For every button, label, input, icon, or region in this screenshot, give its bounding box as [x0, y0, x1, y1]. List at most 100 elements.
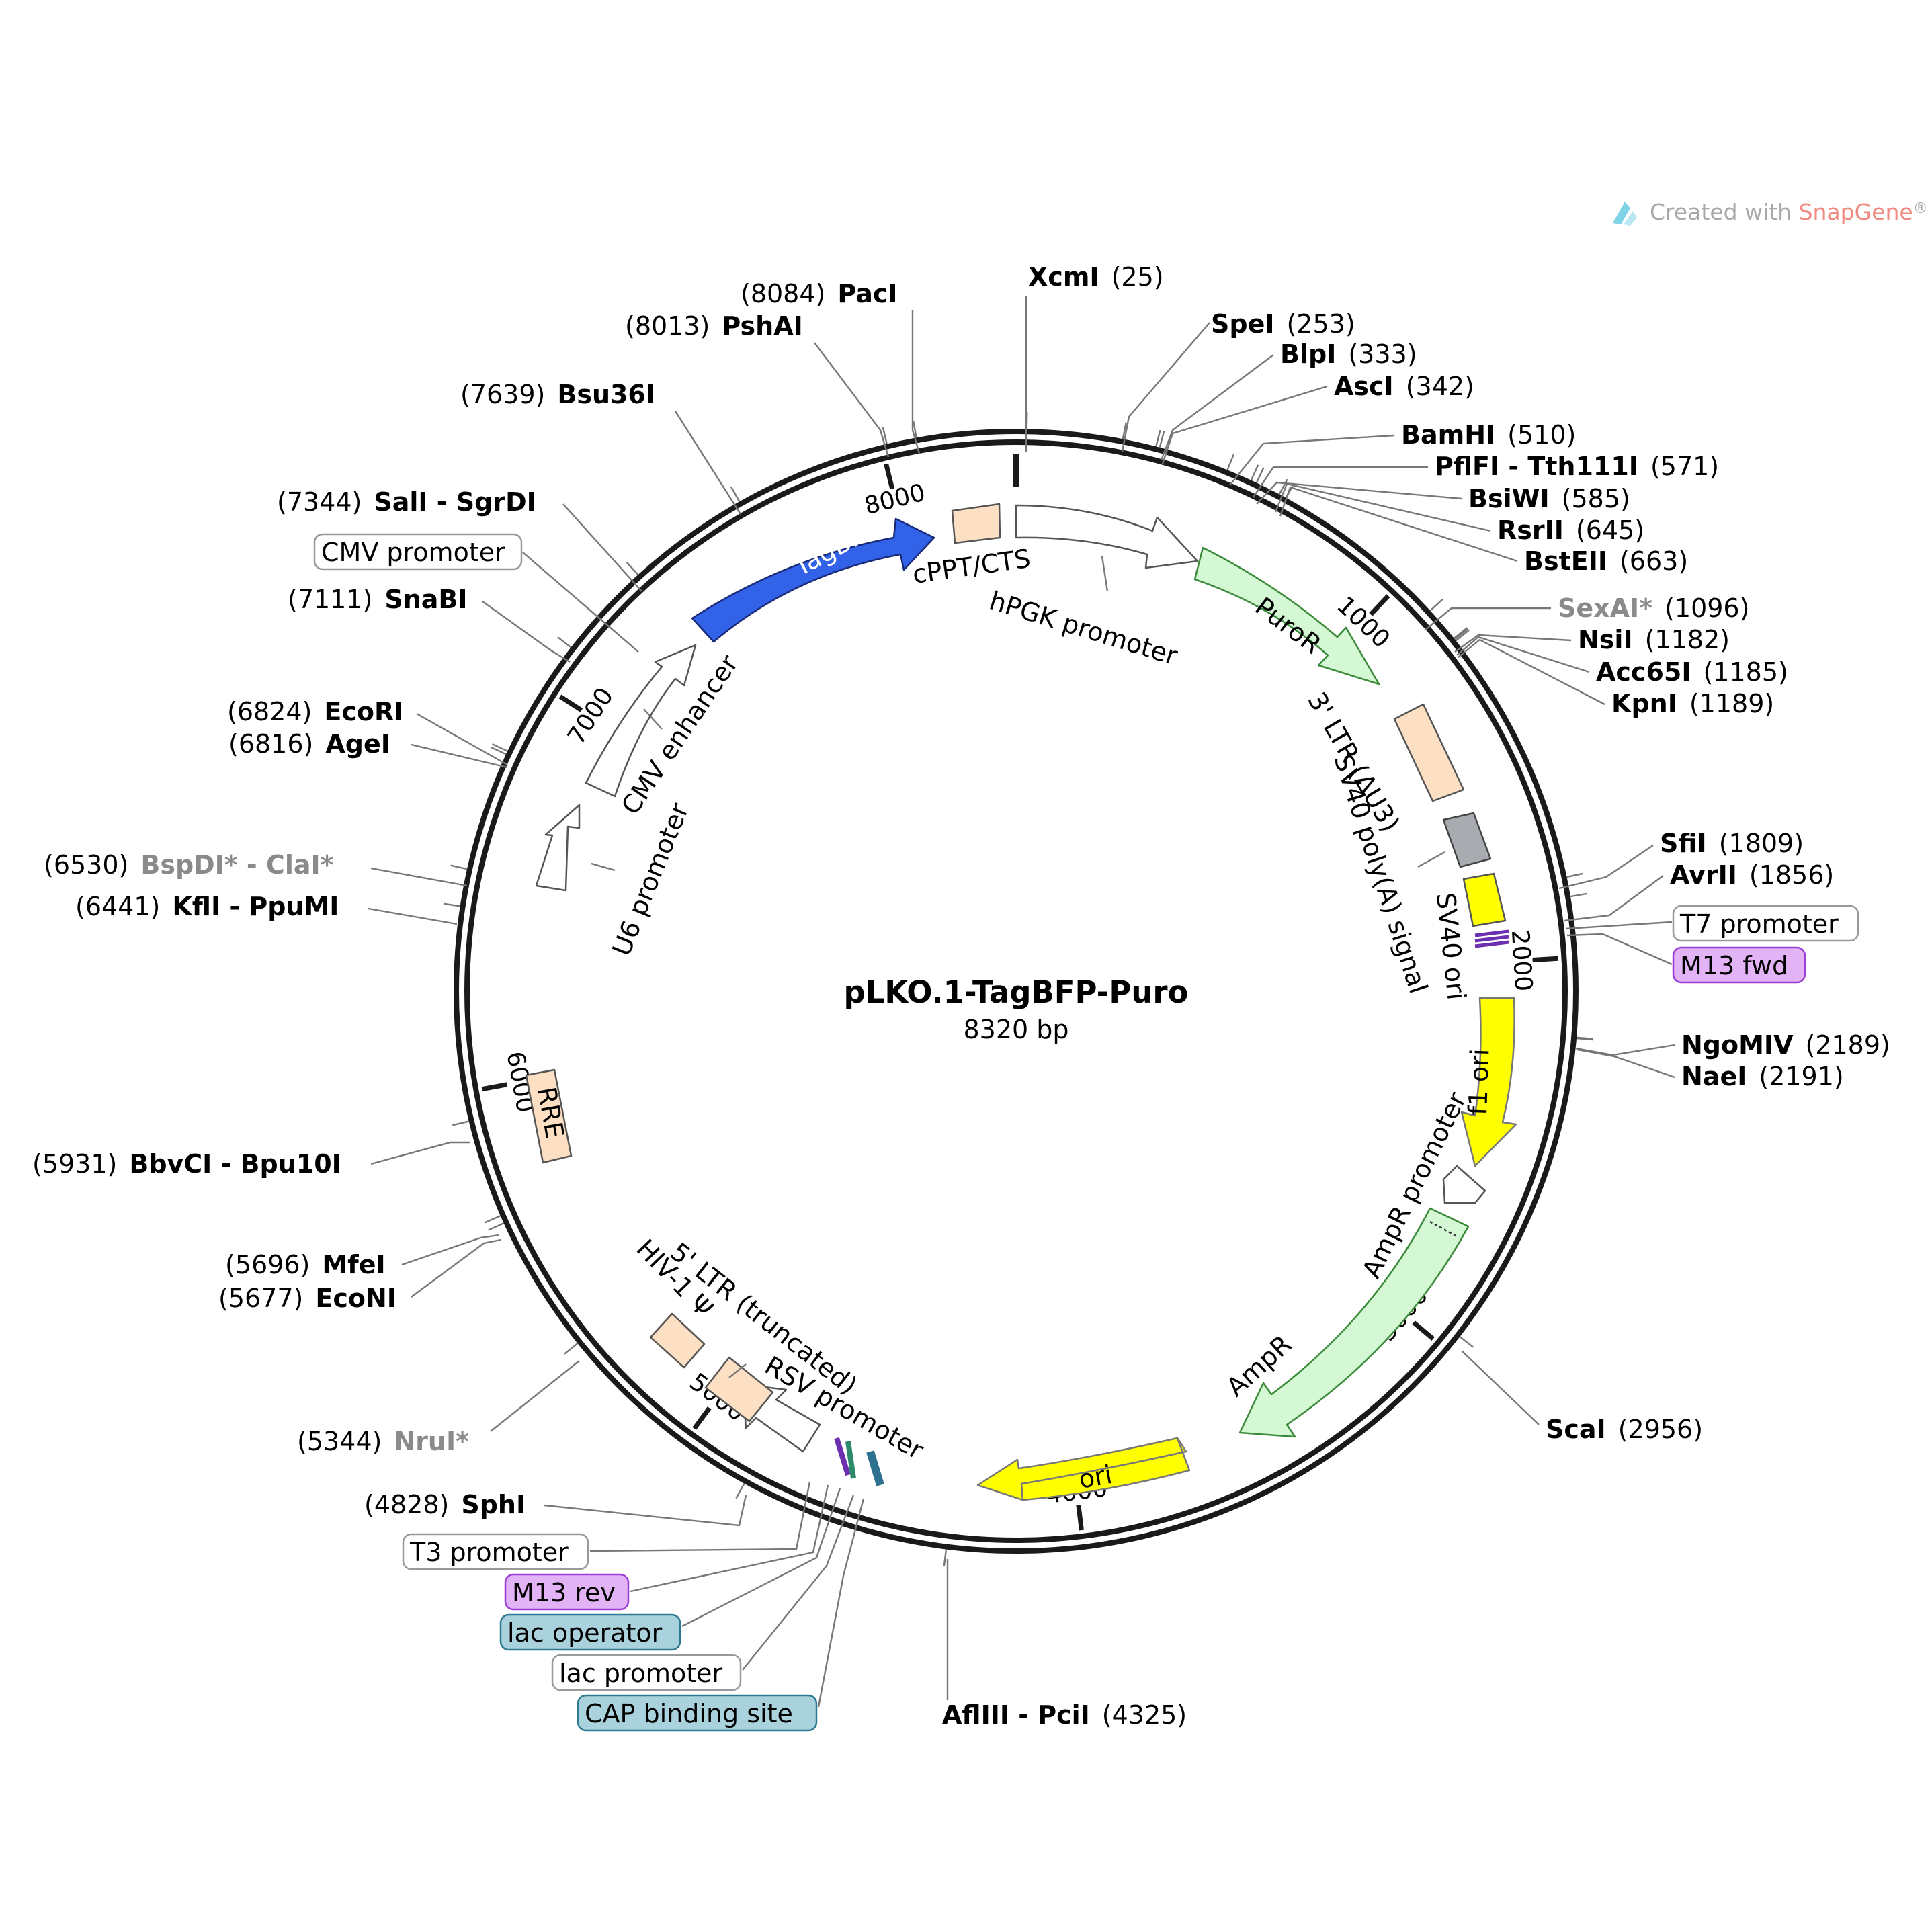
site-mfei-pos: (5696) [225, 1250, 310, 1279]
leader-sfii [1558, 845, 1654, 890]
site-bsteii-name: BstEII [1524, 546, 1607, 576]
site-agei-name: AgeI [325, 729, 390, 759]
site-econi-name: EcoNI [315, 1284, 396, 1313]
feature-hiv1-psi [649, 1312, 706, 1369]
site-stub-23 [452, 1120, 469, 1126]
site-ngomiv: NgoMIV(2189) [1681, 1030, 1890, 1060]
site-naei-pos: (2191) [1759, 1062, 1843, 1091]
site-sphi: (4828) SphI [364, 1490, 526, 1519]
lac-promoter-box [551, 1654, 742, 1691]
leader-spei [1121, 322, 1210, 452]
tick-2000 [1532, 956, 1558, 963]
tick-1000 [1369, 594, 1390, 616]
site-nrui: (5344)NruI* [297, 1427, 469, 1456]
site-avrii-name: AvrII [1670, 860, 1737, 890]
cap-site-box [577, 1694, 818, 1732]
m13-fwd-label: M13 fwd [1680, 951, 1788, 980]
leader-pflfi [1253, 466, 1428, 498]
feature-tagbfp [691, 517, 935, 643]
site-leader-lines [443, 412, 1594, 1566]
site-bamhi: BamHI(510) [1401, 420, 1576, 450]
feature-cap-site-mark [866, 1450, 884, 1486]
site-pflfi-tth111i-name: PflFI - Tth111I [1435, 452, 1638, 481]
leader-cap [817, 1498, 865, 1708]
site-econi: (5677)EcoNI [218, 1284, 396, 1313]
site-ecori-name: EcoRI [324, 697, 403, 726]
site-kpni-name: KpnI [1611, 689, 1677, 718]
feature-lac-operator-mark [845, 1441, 856, 1479]
feature-rre [525, 1068, 573, 1164]
site-bspdi-clai: (6530) BspDI* - ClaI* [44, 850, 334, 880]
site-bspdi-clai-name: BspDI* - ClaI* [140, 850, 333, 880]
watermark-brand: SnapGene [1799, 199, 1913, 225]
cmv-promoter-label: CMV promoter [321, 538, 505, 567]
label-ori: ori [1077, 1460, 1114, 1495]
site-snabi-name: SnaBI [384, 585, 467, 614]
site-xcmi: XcmI(25) [1028, 262, 1164, 292]
leader-bspdi [370, 867, 468, 887]
site-sphi-pos: (4828) [364, 1490, 449, 1519]
site-sfii-pos: (1809) [1719, 829, 1804, 858]
lac-operator-label: lac operator [507, 1618, 663, 1648]
feature-ori-body [1020, 1437, 1191, 1501]
site-ngomiv-name: NgoMIV [1681, 1030, 1794, 1060]
site-spei: SpeI(253) [1211, 309, 1355, 339]
site-pflfi-tth111i: PflFI - Tth111I(571) [1435, 452, 1719, 481]
feature-ampr [1238, 1207, 1470, 1438]
feature-cmv-enhancer [585, 644, 697, 798]
center-title: pLKO.1-TagBFP-Puro 8320 bp [844, 974, 1189, 1044]
feature-sv40-polya [1442, 812, 1492, 868]
tick-4000 [1076, 1504, 1084, 1531]
site-nsii-name: NsiI [1578, 625, 1633, 655]
site-scai-pos: (2956) [1618, 1415, 1703, 1444]
watermark: Created with SnapGene® [1613, 199, 1928, 226]
site-sphi-name: SphI [461, 1490, 526, 1519]
leader-m13rev [630, 1484, 829, 1593]
leader-agei [411, 743, 508, 769]
leader-econi [411, 1238, 501, 1298]
t7-promoter-box [1672, 905, 1859, 942]
leader-sphi [544, 1495, 747, 1527]
feature-cppt-cts [951, 503, 1001, 544]
site-stub-29 [626, 561, 639, 576]
backbone [454, 429, 1579, 1554]
site-mfei: (5696)MfeI [225, 1250, 386, 1279]
leader-rsrii [1274, 482, 1491, 532]
tick-label-8000: 8000 [862, 479, 928, 521]
boxed-features: T7 promoter M13 fwd CMV promoter T3 prom… [313, 533, 1859, 1732]
site-bbvci-bpu10i: (5931)BbvCI - Bpu10I [32, 1149, 341, 1179]
site-nsii-pos: (1182) [1645, 625, 1730, 655]
backbone-outer-ring [454, 429, 1579, 1554]
site-ecori-pos: (6824) [227, 697, 312, 726]
cap-site-label: CAP binding site [585, 1699, 793, 1728]
site-avrii-pos: (1856) [1749, 860, 1834, 890]
site-sfii: SfiI(1809) [1660, 829, 1804, 858]
site-bamhi-pos: (510) [1507, 420, 1576, 450]
site-kfli-ppumi-name: KflI - PpuMI [172, 892, 339, 921]
tick-6000 [481, 1082, 508, 1092]
leader-t3 [589, 1481, 811, 1552]
leader-u6 [591, 862, 616, 872]
site-scai: ScaI(2956) [1546, 1415, 1703, 1444]
site-avrii: AvrII (1856) [1670, 860, 1834, 890]
site-bsiwi-pos: (585) [1562, 484, 1630, 513]
site-sexai-name: SexAI* [1558, 593, 1652, 623]
site-xcmi-name: XcmI [1028, 262, 1099, 292]
site-stub-10 [1454, 627, 1468, 639]
leader-avrii [1564, 875, 1664, 922]
site-bsteii: BstEII(663) [1524, 546, 1688, 576]
site-snabi: (7111)SnaBI [288, 585, 468, 614]
m13-rev-label: M13 rev [512, 1578, 616, 1607]
site-stub-20 [564, 1343, 579, 1355]
site-asci: AscI(342) [1334, 372, 1474, 401]
site-bspdi-clai-pos: (6530) [44, 850, 128, 880]
leader-kpni [1458, 638, 1605, 706]
site-stub-6 [1255, 467, 1265, 483]
site-afliii-pcii-name: AflIII - PciI [942, 1700, 1090, 1730]
feature-5-ltr [704, 1356, 774, 1423]
leader-cmv-box [522, 552, 639, 653]
leader-paci [911, 310, 921, 454]
site-stub-31 [882, 427, 888, 444]
site-stub-27 [491, 743, 508, 752]
